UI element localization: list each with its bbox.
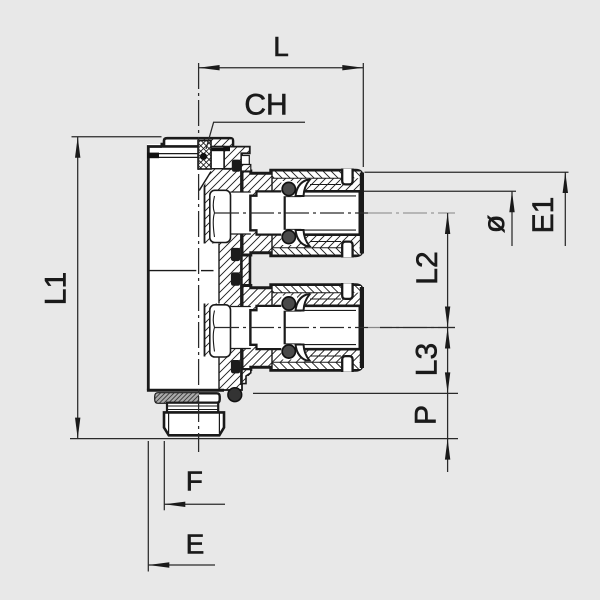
svg-text:E: E: [186, 528, 205, 559]
svg-text:L3: L3: [411, 343, 444, 376]
svg-text:F: F: [186, 466, 203, 497]
svg-text:ø: ø: [478, 215, 511, 233]
svg-text:L2: L2: [411, 251, 444, 284]
svg-text:E1: E1: [527, 197, 560, 234]
svg-text:P: P: [410, 405, 443, 425]
svg-text:L1: L1: [39, 272, 72, 305]
svg-text:L: L: [273, 31, 289, 62]
svg-text:CH: CH: [244, 89, 287, 122]
